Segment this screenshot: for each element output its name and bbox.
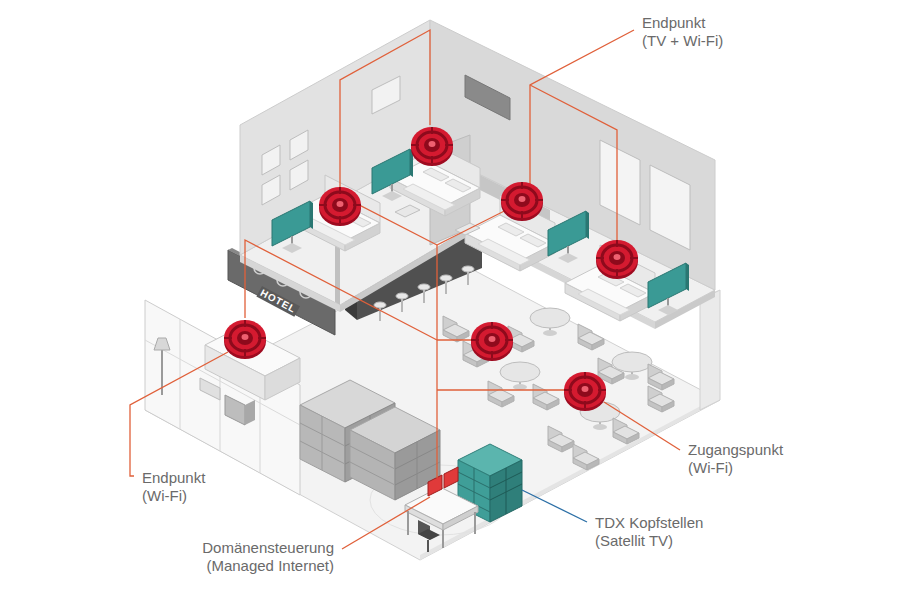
wifi-router [224, 127, 638, 411]
callout-label: Endpunkt (TV + Wi-Fi) [640, 13, 734, 51]
callout-label: Domänensteuerung (Managed Internet) [192, 538, 336, 576]
lounge [443, 308, 674, 470]
callout-label: Zugangspunkt (Wi-Fi) [686, 440, 794, 478]
callout-label: Endpunkt (Wi-Fi) [140, 468, 216, 506]
room-walls [240, 20, 715, 305]
controller-desk [405, 467, 478, 552]
hotel-rooms [272, 140, 689, 321]
callout-label: TDX Kopfstellen (Satellit TV) [593, 513, 714, 551]
storage-shelves [300, 380, 440, 500]
network-wiring [245, 30, 634, 478]
sign-text: HOTEL [256, 286, 300, 317]
